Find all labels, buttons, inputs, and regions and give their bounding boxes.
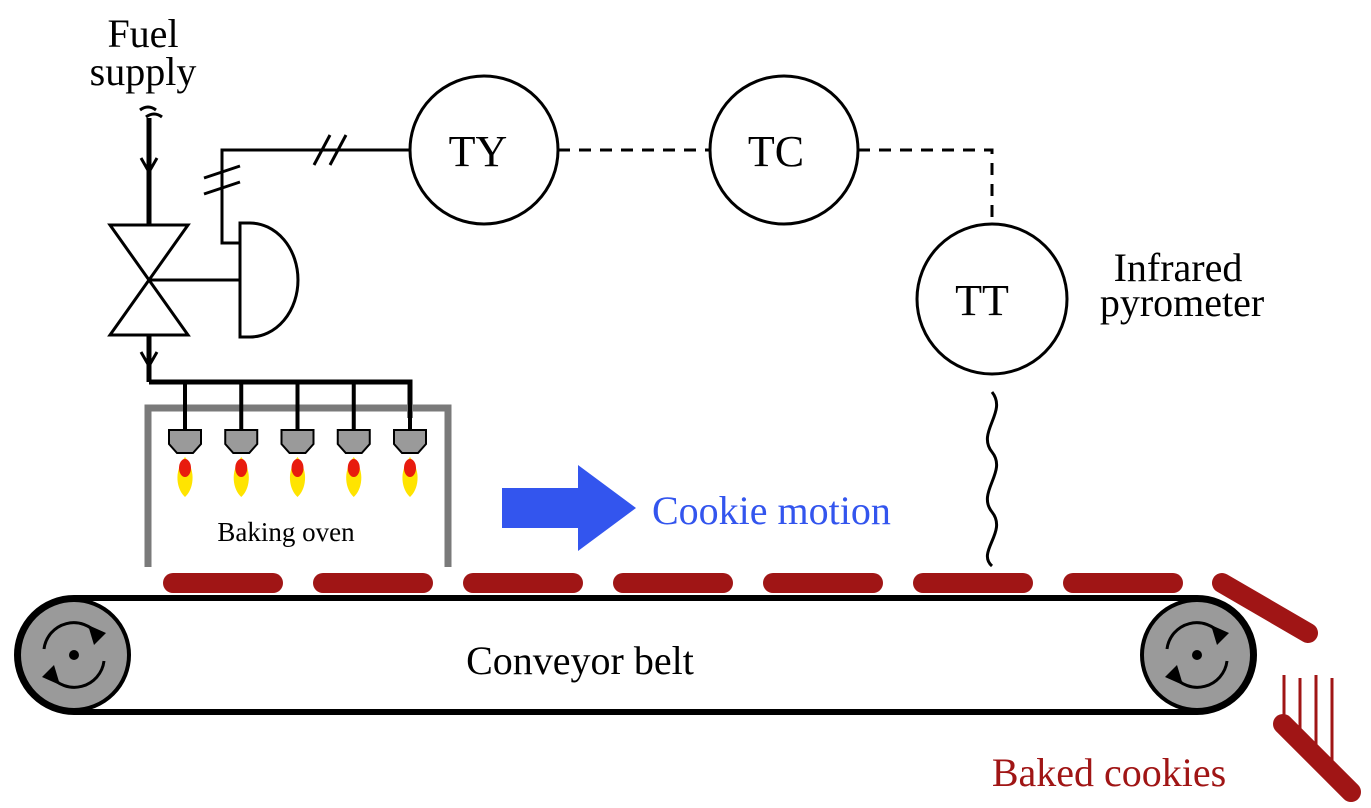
motion-arrow-icon (502, 465, 636, 551)
rotating-pulley-icon (1140, 598, 1254, 712)
flame-icon (289, 457, 306, 497)
flame-icon (402, 457, 418, 497)
fuel-flow-arrows (139, 157, 159, 370)
output-label: Baked cookies (992, 750, 1226, 795)
transmitter-bubble: TT (915, 222, 1069, 376)
burner-group (168, 382, 427, 497)
rotating-pulley-icon (17, 598, 131, 712)
flame-icon (177, 457, 193, 497)
controller-label: TC (748, 127, 804, 176)
falling-cookies (1212, 573, 1361, 802)
motion-streaks (1282, 675, 1334, 772)
pulley-group (17, 598, 1254, 712)
falling-cookie (1273, 714, 1361, 802)
infrared-wave (985, 391, 999, 568)
burner-nozzle-icon (224, 382, 259, 497)
fuel-supply-label-line1: Fuel (107, 11, 178, 56)
fuel-supply-label-line2: supply (90, 49, 197, 94)
transducer-bubble: TY (408, 74, 560, 226)
burner-nozzle-icon (280, 382, 315, 497)
motion-label: Cookie motion (652, 488, 891, 533)
oven-label: Baking oven (217, 517, 355, 547)
control-valve-icon (107, 221, 300, 339)
belt-label: Conveyor belt (466, 638, 694, 683)
burner-nozzle-icon (336, 382, 371, 497)
burner-nozzle-icon (168, 382, 202, 497)
burner-nozzle-icon (393, 382, 427, 497)
pyrometer-label-line2: pyrometer (1100, 280, 1264, 325)
falling-cookie (1212, 573, 1318, 643)
flame-icon (233, 457, 249, 497)
transmitter-label: TT (955, 276, 1009, 325)
pyrometer-label-line1: Infrared (1114, 245, 1243, 290)
controller-bubble: TC (708, 74, 860, 226)
signal-dashed-lines (558, 148, 994, 224)
transducer-label: TY (449, 127, 508, 176)
electric-signal-line (203, 134, 410, 245)
flame-icon (346, 457, 362, 497)
